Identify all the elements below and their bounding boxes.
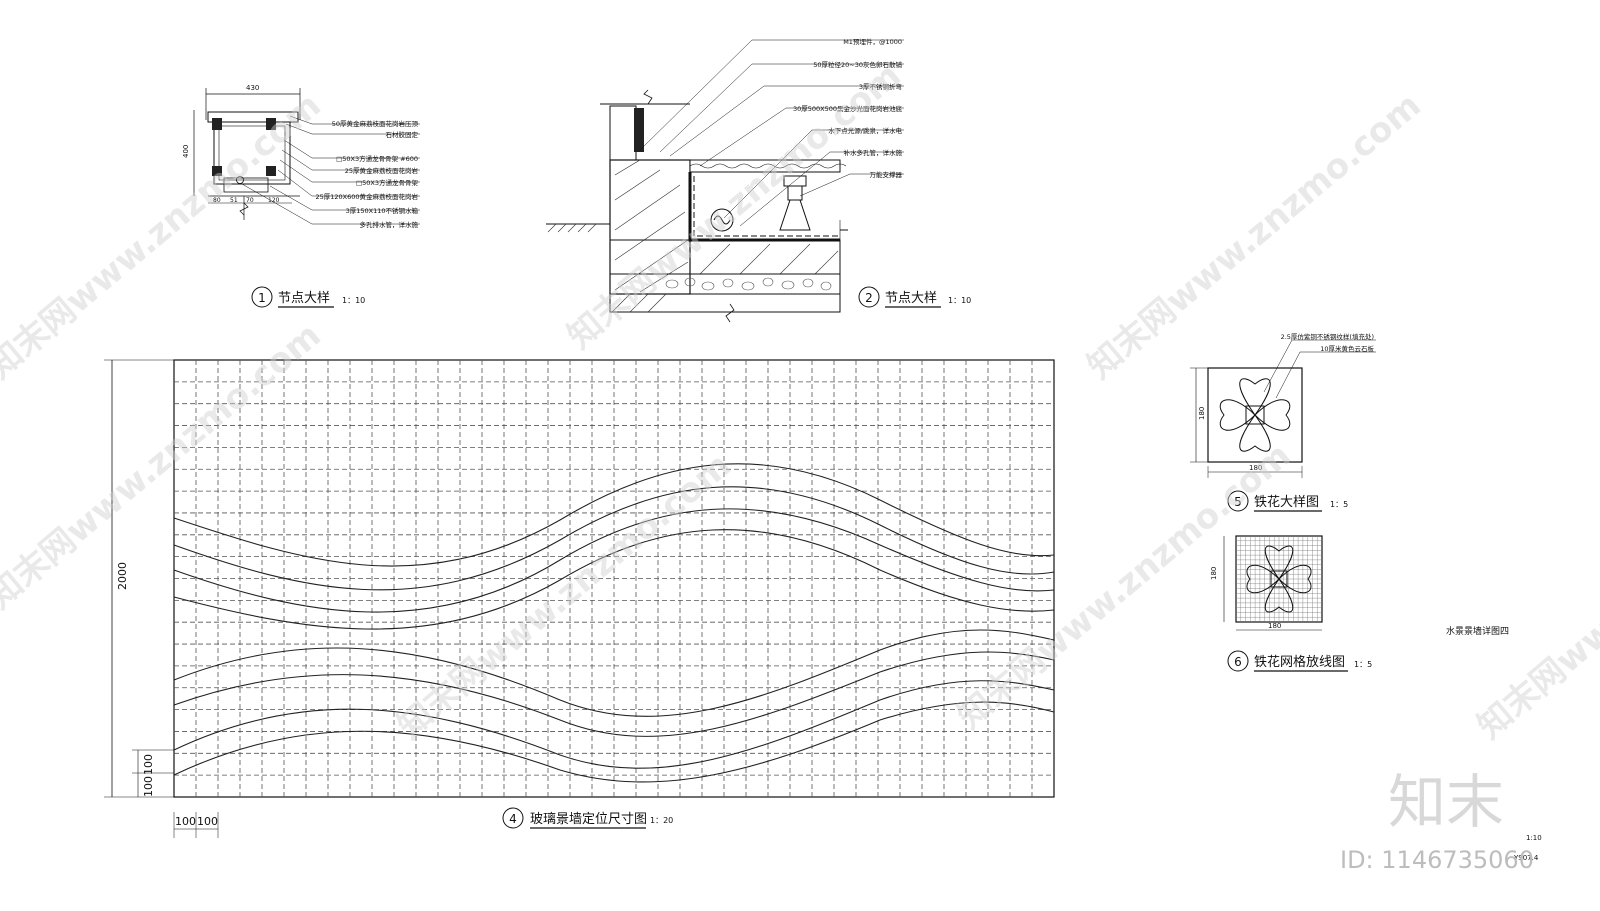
detail-2-section: M1预埋件，@1000 50厚粒径20~30灰色卵石散铺 3厚不锈钢折弯 30厚… [546, 37, 971, 323]
detail1-note-3: □50X3方通龙骨骨架 #600 [336, 154, 418, 163]
detail5-note-1: 2.5厚仿紫铜不锈钢纹样(填充处) [1281, 332, 1374, 341]
detail1-note-2: 石材胶固定 [386, 130, 419, 139]
detail2-title: 节点大样 [885, 291, 937, 306]
glass-wall-grid [174, 360, 1054, 797]
detail1-dim-b2: 51 [230, 197, 238, 204]
detail1-note-1: 50厚黄金麻荔枝面花岗岩压顶 [332, 119, 419, 128]
detail4-dim-bottom-2: 100 [197, 815, 218, 828]
detail2-note-2: 50厚粒径20~30灰色卵石散铺 [813, 60, 902, 69]
detail1-note-4: 25厚黄金麻荔枝面花岗岩 [345, 166, 419, 175]
glass-wall-waves [173, 463, 1055, 783]
detail2-note-3: 3厚不锈钢折弯 [859, 82, 903, 91]
detail2-note-1: M1预埋件，@1000 [843, 37, 902, 46]
detail2-note-4: 30厚500X500黑金沙光面花岗岩池底 [793, 104, 903, 113]
detail5-dim-w: 180 [1249, 464, 1262, 472]
detail1-dim-side: 400 [182, 145, 190, 158]
detail-5-iron-flower: 180 180 2.5厚仿紫铜不锈钢纹样(填充处) 10厚米黄色云石板 5 铁花… [1190, 332, 1376, 512]
detail1-dim-b4: 120 [268, 197, 280, 204]
detail2-scale: 1：10 [948, 296, 971, 305]
detail4-dim-bottom-1: 100 [175, 815, 196, 828]
detail1-dim-b3: 70 [246, 197, 254, 204]
detail1-number: 1 [258, 291, 266, 305]
detail4-title: 玻璃景墙定位尺寸图 [530, 812, 647, 827]
detail1-dim-top: 430 [246, 84, 259, 92]
watermark-7: 知末网www.znzmo.com [1470, 445, 1600, 747]
sheet-name: 水景景墙详图四 [1446, 625, 1509, 637]
detail1-note-5: □50X3方通龙骨骨架 [356, 178, 419, 187]
detail4-number: 4 [509, 812, 517, 826]
detail1-note-6: 25厚120X600黄金麻荔枝面花岗岩 [315, 192, 418, 201]
detail5-note-2: 10厚米黄色云石板 [1320, 344, 1374, 353]
sheet-scale-note: 1:10 [1526, 834, 1542, 842]
sheet-code: YS07.4 [1513, 854, 1539, 862]
detail-6-iron-flower-grid: 180 180 6 铁花网格放线图 1：5 [1210, 535, 1372, 672]
detail1-title: 节点大样 [278, 291, 330, 306]
detail-1-section: 430 400 80 51 70 120 [182, 84, 420, 308]
detail1-scale: 1：10 [342, 296, 365, 305]
detail4-dim-left-2: 100 [142, 776, 155, 797]
watermark-2: 知末网www.znzmo.com [1080, 85, 1429, 387]
detail2-note-6: 补水多孔管，详水施 [844, 148, 903, 157]
detail1-note-8: 多孔排水管，详水施 [360, 220, 419, 229]
detail2-note-5: 水下点光源/跳泉，详水电 [828, 126, 902, 135]
detail5-title: 铁花大样图 [1254, 494, 1319, 510]
watermark-id: ID: 1146735060 [1340, 846, 1534, 874]
detail6-dim-h: 180 [1210, 567, 1218, 580]
detail2-number: 2 [865, 291, 873, 305]
detail5-scale: 1：5 [1330, 500, 1348, 509]
detail5-dim-h: 180 [1198, 407, 1206, 420]
watermark-logo: 知末 [1388, 768, 1504, 836]
detail6-number: 6 [1234, 655, 1242, 669]
detail4-dim-height: 2000 [116, 562, 129, 590]
detail1-dim-b1: 80 [213, 197, 221, 204]
watermark-3: 知末网www.znzmo.com [0, 315, 329, 617]
detail6-scale: 1：5 [1354, 660, 1372, 669]
watermark-6: 知末网www.znzmo.com [950, 435, 1299, 737]
detail1-note-7: 3厚150X110不锈钢水箱 [346, 206, 419, 215]
detail6-dim-w: 180 [1268, 622, 1281, 630]
detail2-note-7: 万能支撑器 [870, 170, 903, 179]
detail5-number: 5 [1234, 495, 1242, 509]
detail4-dim-left-1: 100 [142, 754, 155, 775]
detail-4-glass-wall: 2000 100 100 100 100 4 玻璃景墙定位尺寸图 1：20 [104, 359, 1055, 838]
detail4-scale: 1：20 [650, 816, 673, 825]
detail6-title: 铁花网格放线图 [1254, 654, 1345, 670]
